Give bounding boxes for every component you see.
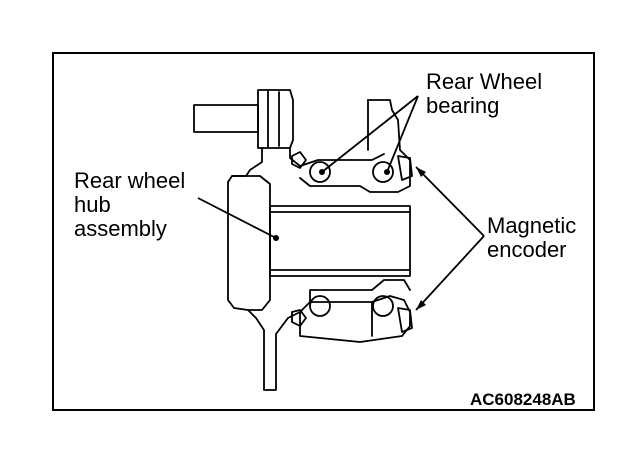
bearing-outer-race-upper [299, 99, 411, 193]
leader-encoder-lower [415, 235, 485, 311]
leader-hub-assembly [197, 197, 277, 239]
leader-bearing-to-ball-left [321, 95, 419, 173]
figure-code: AC608248AB [470, 390, 576, 409]
bearing-ball-upper-right [372, 161, 394, 183]
label-hub-assembly-line-3: assembly [74, 216, 167, 241]
label-magnetic-encoder-line-1: Magnetic [487, 213, 577, 238]
diagram-frame [52, 52, 595, 411]
label-rear-wheel-bearing: Rear Wheel bearing [426, 70, 542, 118]
bearing-ball-upper-left [309, 161, 331, 183]
label-magnetic-encoder: Magnetic encoder [487, 214, 576, 262]
leader-encoder-upper [415, 166, 485, 237]
bearing-outer-race-lower [299, 295, 411, 343]
label-hub-assembly: Rear wheel hub assembly [74, 169, 185, 241]
seal-upper-left [291, 151, 307, 169]
arrowhead-encoder-lower [416, 300, 426, 310]
leader-bearing-to-ball-right [386, 95, 419, 173]
arrowhead-encoder-upper [416, 167, 426, 177]
encoder-ring-upper [397, 155, 413, 181]
encoder-ring-lower [397, 307, 413, 333]
label-hub-assembly-line-1: Rear wheel [74, 168, 186, 193]
label-magnetic-encoder-line-2: encoder [487, 237, 567, 262]
wheel-stud-nut [257, 89, 294, 149]
label-hub-assembly-line-2: hub [74, 192, 111, 217]
wheel-stud [193, 104, 259, 133]
bearing-ball-lower-left [309, 295, 331, 317]
bearing-ball-lower-right [372, 295, 394, 317]
label-rear-wheel-bearing-line-2: bearing [426, 93, 500, 118]
hub-flange [227, 147, 301, 391]
label-rear-wheel-bearing-line-1: Rear Wheel [426, 69, 543, 94]
hub-bore [269, 205, 411, 277]
seal-lower-left [291, 309, 307, 327]
